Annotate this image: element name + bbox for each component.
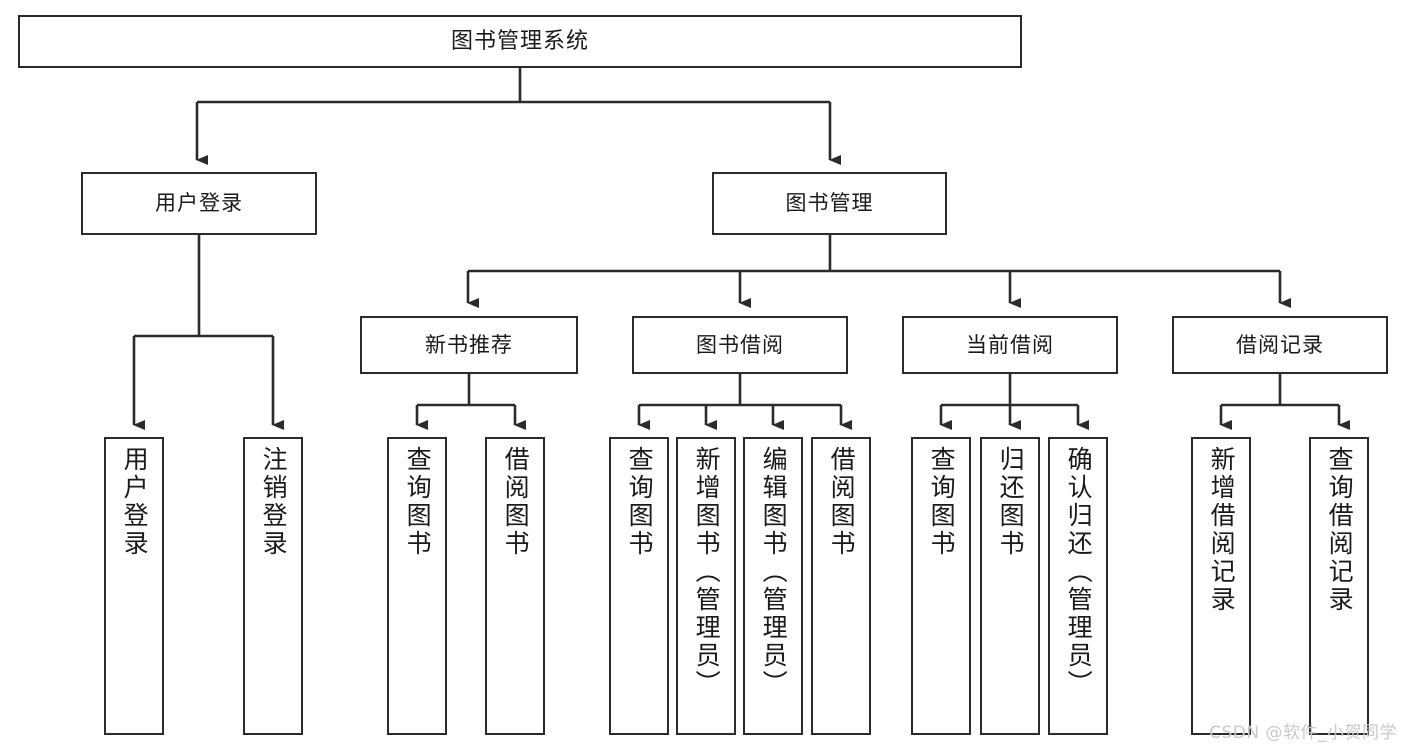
node-user-login[interactable]: 用户登录 — [81, 172, 317, 235]
leaf-edit-book-admin[interactable]: 编辑图书（管理员） — [743, 437, 803, 735]
node-book-management[interactable]: 图书管理 — [712, 172, 947, 235]
node-label: 新增图书（管理员） — [692, 446, 722, 698]
node-label: 用户登录 — [155, 191, 243, 216]
leaf-logout-login[interactable]: 注销登录 — [243, 437, 303, 735]
node-label: 查询图书 — [927, 446, 957, 558]
node-label: 编辑图书（管理员） — [759, 446, 789, 698]
node-label: 借阅记录 — [1236, 332, 1324, 357]
node-label: 当前借阅 — [966, 332, 1054, 357]
node-current-borrow[interactable]: 当前借阅 — [902, 316, 1118, 374]
node-label: 图书借阅 — [696, 332, 784, 357]
leaf-query-book-recommend[interactable]: 查询图书 — [387, 437, 447, 735]
node-label: 查询图书 — [625, 446, 655, 558]
node-label: 借阅图书 — [827, 446, 857, 558]
leaf-query-book-current[interactable]: 查询图书 — [911, 437, 971, 735]
node-new-book-recommend[interactable]: 新书推荐 — [360, 316, 578, 374]
leaf-add-book-admin[interactable]: 新增图书（管理员） — [676, 437, 736, 735]
node-label: 注销登录 — [259, 446, 289, 558]
node-label: 确认归还（管理员） — [1064, 446, 1094, 698]
node-book-borrow[interactable]: 图书借阅 — [632, 316, 848, 374]
node-label: 查询借阅记录 — [1325, 446, 1355, 614]
node-label: 图书管理 — [785, 191, 874, 216]
leaf-query-book-borrow[interactable]: 查询图书 — [609, 437, 669, 735]
node-label: 归还图书 — [996, 446, 1026, 558]
leaf-borrow-book-recommend[interactable]: 借阅图书 — [485, 437, 545, 735]
leaf-return-book[interactable]: 归还图书 — [980, 437, 1040, 735]
node-label: 图书管理系统 — [450, 28, 589, 54]
leaf-add-borrow-record[interactable]: 新增借阅记录 — [1191, 437, 1251, 735]
node-label: 用户登录 — [120, 446, 150, 558]
leaf-user-login[interactable]: 用户登录 — [104, 437, 164, 735]
leaf-borrow-book[interactable]: 借阅图书 — [811, 437, 871, 735]
node-label: 新增借阅记录 — [1207, 446, 1237, 614]
leaf-query-borrow-record[interactable]: 查询借阅记录 — [1309, 437, 1369, 735]
node-root-system[interactable]: 图书管理系统 — [18, 15, 1022, 68]
watermark: CSDN @软件_小贺同学 — [1209, 723, 1397, 743]
leaf-confirm-return-admin[interactable]: 确认归还（管理员） — [1048, 437, 1108, 735]
node-label: 借阅图书 — [501, 446, 531, 558]
node-label: 查询图书 — [403, 446, 433, 558]
node-borrow-record[interactable]: 借阅记录 — [1172, 316, 1388, 374]
node-label: 新书推荐 — [425, 332, 513, 357]
